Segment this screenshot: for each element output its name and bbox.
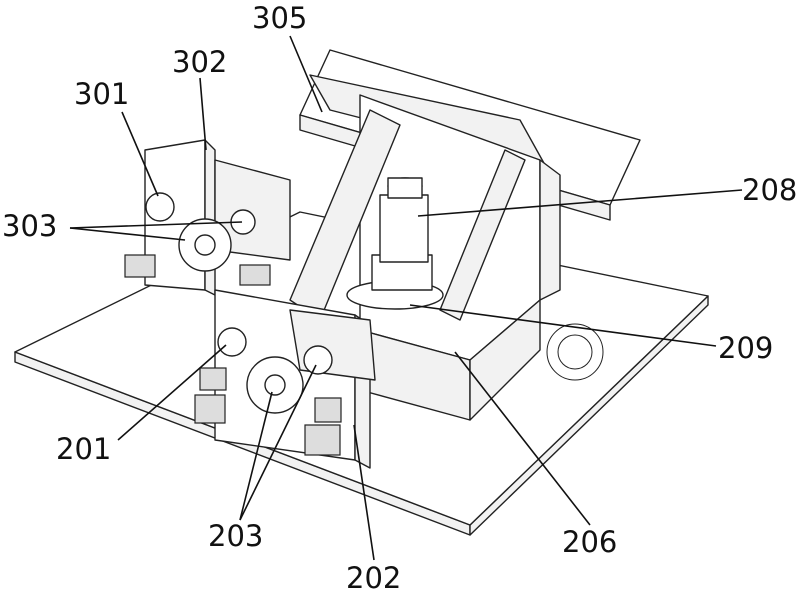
motor-208: [346, 177, 444, 310]
label-206: 206: [562, 525, 618, 559]
label-303: 303: [2, 209, 58, 243]
label-202: 202: [346, 561, 402, 595]
bracket-302: [124, 139, 291, 296]
label-208: 208: [742, 173, 798, 207]
label-209: 209: [718, 331, 774, 365]
label-301: 301: [74, 77, 130, 111]
label-305: 305: [252, 1, 308, 35]
label-201: 201: [56, 432, 112, 466]
label-302: 302: [172, 45, 228, 79]
bracket-202: [194, 289, 376, 469]
leader-lines: [69, 35, 743, 561]
label-203: 203: [208, 519, 264, 553]
